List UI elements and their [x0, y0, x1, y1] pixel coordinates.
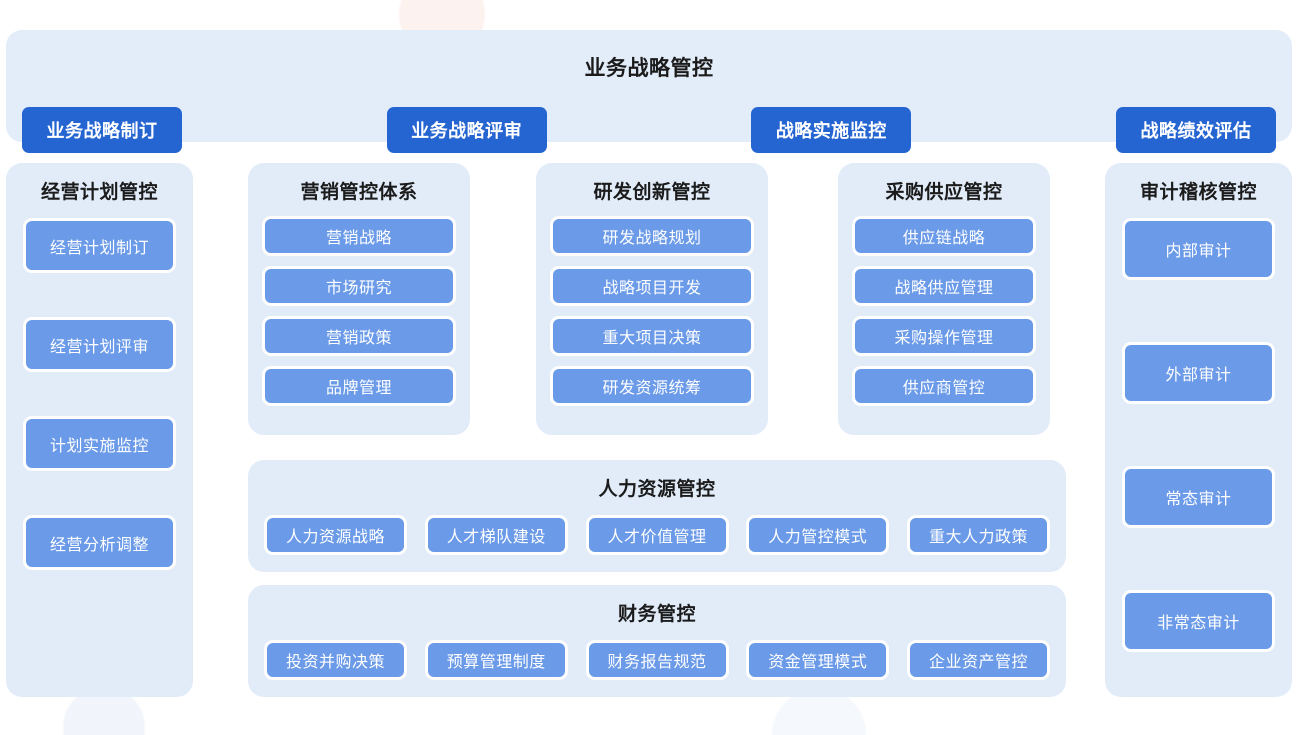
panel-title-business-plan-control: 经营计划管控 — [40, 182, 158, 203]
card-financial-report-standard[interactable]: 财务报告规范 — [585, 640, 729, 680]
card-business-plan-formulation[interactable]: 经营计划制订 — [23, 218, 176, 273]
card-marketing-policy[interactable]: 营销政策 — [262, 316, 456, 356]
hr-card-list: 人力资源战略 人才梯队建设 人才价值管理 人力管控模式 重大人力政策 — [248, 515, 1066, 555]
banner-button-strategy-performance-evaluation[interactable]: 战略绩效评估 — [1115, 107, 1276, 153]
card-external-audit[interactable]: 外部审计 — [1122, 342, 1275, 404]
card-marketing-strategy[interactable]: 营销战略 — [262, 216, 456, 256]
audit-card-list: 内部审计 外部审计 常态审计 非常态审计 — [1115, 218, 1282, 652]
panel-title-human-resource-control: 人力资源管控 — [598, 479, 716, 500]
panel-title-financial-control: 财务管控 — [617, 604, 696, 625]
card-enterprise-asset-control[interactable]: 企业资产管控 — [907, 640, 1050, 680]
rd-card-list: 研发战略规划 战略项目开发 重大项目决策 研发资源统筹 — [550, 216, 754, 406]
panel-rd-innovation-control: 研发创新管控 研发战略规划 战略项目开发 重大项目决策 研发资源统筹 — [536, 163, 768, 435]
card-procurement-operation-management[interactable]: 采购操作管理 — [852, 316, 1036, 356]
card-strategic-supply-management[interactable]: 战略供应管理 — [852, 266, 1036, 306]
panel-business-plan-control: 经营计划管控 经营计划制订 经营计划评审 计划实施监控 经营分析调整 — [6, 163, 193, 697]
card-business-plan-review[interactable]: 经营计划评审 — [23, 317, 176, 372]
card-major-project-decision[interactable]: 重大项目决策 — [550, 316, 754, 356]
card-talent-value-management[interactable]: 人才价值管理 — [585, 515, 729, 555]
panel-marketing-control-system: 营销管控体系 营销战略 市场研究 营销政策 品牌管理 — [248, 163, 470, 435]
panel-procurement-supply-control: 采购供应管控 供应链战略 战略供应管理 采购操作管理 供应商管控 — [838, 163, 1050, 435]
banner-button-strategy-formulation[interactable]: 业务战略制订 — [22, 107, 182, 153]
business-plan-card-list: 经营计划制订 经营计划评审 计划实施监控 经营分析调整 — [16, 218, 183, 570]
card-supply-chain-strategy[interactable]: 供应链战略 — [852, 216, 1036, 256]
finance-card-list: 投资并购决策 预算管理制度 财务报告规范 资金管理模式 企业资产管控 — [248, 640, 1066, 680]
card-hr-strategy[interactable]: 人力资源战略 — [264, 515, 407, 555]
card-business-analysis-adjustment[interactable]: 经营分析调整 — [23, 515, 176, 570]
panel-title-audit-inspection-control: 审计稽核管控 — [1139, 182, 1257, 203]
banner-button-strategy-implementation-monitoring[interactable]: 战略实施监控 — [751, 107, 912, 153]
card-rd-resource-coordination[interactable]: 研发资源统筹 — [550, 366, 754, 406]
business-strategy-banner: 业务战略管控 业务战略制订 业务战略评审 战略实施监控 战略绩效评估 — [6, 30, 1292, 153]
card-fund-management-mode[interactable]: 资金管理模式 — [746, 640, 890, 680]
card-major-hr-policy[interactable]: 重大人力政策 — [907, 515, 1050, 555]
card-brand-management[interactable]: 品牌管理 — [262, 366, 456, 406]
marketing-card-list: 营销战略 市场研究 营销政策 品牌管理 — [262, 216, 456, 406]
card-investment-ma-decision[interactable]: 投资并购决策 — [264, 640, 407, 680]
banner-button-strategy-review[interactable]: 业务战略评审 — [386, 107, 547, 153]
panel-audit-inspection-control: 审计稽核管控 内部审计 外部审计 常态审计 非常态审计 — [1105, 163, 1292, 697]
procurement-card-list: 供应链战略 战略供应管理 采购操作管理 供应商管控 — [852, 216, 1036, 406]
banner-button-group: 业务战略制订 业务战略评审 战略实施监控 战略绩效评估 — [22, 107, 1276, 153]
card-hr-control-mode[interactable]: 人力管控模式 — [746, 515, 890, 555]
card-budget-management-system[interactable]: 预算管理制度 — [424, 640, 568, 680]
panel-human-resource-control: 人力资源管控 人力资源战略 人才梯队建设 人才价值管理 人力管控模式 重大人力政… — [248, 460, 1066, 572]
panel-financial-control: 财务管控 投资并购决策 预算管理制度 财务报告规范 资金管理模式 企业资产管控 — [248, 585, 1066, 697]
card-internal-audit[interactable]: 内部审计 — [1122, 218, 1275, 280]
card-routine-audit[interactable]: 常态审计 — [1122, 466, 1275, 528]
card-plan-implementation-monitoring[interactable]: 计划实施监控 — [23, 416, 176, 471]
panel-title-procurement-supply-control: 采购供应管控 — [885, 182, 1003, 203]
card-talent-echelon-construction[interactable]: 人才梯队建设 — [424, 515, 568, 555]
card-supplier-control[interactable]: 供应商管控 — [852, 366, 1036, 406]
panel-title-rd-innovation-control: 研发创新管控 — [593, 182, 711, 203]
banner-title: 业务战略管控 — [584, 57, 714, 80]
card-non-routine-audit[interactable]: 非常态审计 — [1122, 590, 1275, 652]
panel-title-marketing-control-system: 营销管控体系 — [300, 182, 418, 203]
card-strategic-project-development[interactable]: 战略项目开发 — [550, 266, 754, 306]
card-market-research[interactable]: 市场研究 — [262, 266, 456, 306]
card-rd-strategy-planning[interactable]: 研发战略规划 — [550, 216, 754, 256]
